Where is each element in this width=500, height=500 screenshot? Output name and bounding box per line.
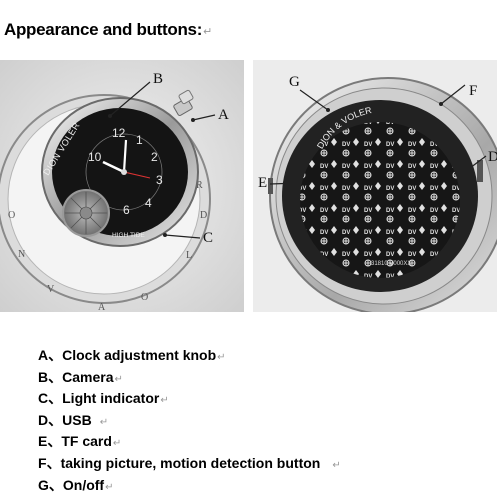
callout-label-d: D	[488, 149, 497, 165]
legend-item-b: B、Camera↵	[38, 367, 341, 389]
callout-label-g: G	[289, 74, 300, 90]
callout-label-f: F	[469, 83, 478, 99]
svg-text:O: O	[8, 210, 15, 221]
return-mark: ↵	[99, 416, 109, 428]
dial-numeral-3: 3	[156, 173, 163, 187]
svg-text:L: L	[186, 250, 192, 261]
minute-hand	[122, 139, 128, 173]
legend-item-e: E、TF card↵	[38, 431, 341, 453]
legend-separator: 、	[48, 476, 63, 493]
button-legend-list: A、Clock adjustment knob↵ B、Camera↵ C、Lig…	[38, 345, 341, 496]
return-mark: ↵	[112, 438, 122, 450]
return-mark: ↵	[332, 459, 341, 471]
legend-text: taking picture, motion detection button	[60, 454, 321, 471]
return-mark: ↵	[105, 481, 114, 493]
legend-item-d: D、USB ↵	[38, 410, 341, 432]
legend-letter: E	[38, 433, 48, 450]
hour-hand	[102, 160, 125, 174]
return-mark: ↵	[217, 352, 226, 363]
svg-text:O: O	[141, 292, 148, 303]
page-title: Appearance and buttons:↵	[4, 20, 212, 40]
callout-label-c: C	[203, 230, 214, 246]
legend-letter: C	[38, 390, 49, 407]
legend-letter: B	[38, 368, 49, 385]
watch-back-illustration: DV DION & VOLER 31810 V000XX	[253, 60, 497, 312]
monogram-back-cover	[300, 122, 460, 278]
legend-item-a: A、Clock adjustment knob↵	[38, 345, 341, 367]
usb-port	[477, 160, 483, 182]
return-mark: ↵	[114, 373, 123, 385]
dial-numeral-6: 6	[123, 203, 130, 217]
callout-label-a: A	[218, 107, 229, 123]
dial-numeral-12: 12	[112, 126, 126, 140]
legend-separator: 、	[47, 433, 62, 450]
legend-separator: 、	[48, 347, 63, 363]
dial-numeral-10: 10	[88, 150, 102, 164]
dial-numeral-4: 4	[145, 196, 152, 210]
svg-text:R: R	[196, 180, 203, 191]
high-tide-label: HIGH TIDE	[112, 232, 145, 239]
legend-letter: D	[38, 411, 49, 428]
svg-text:V: V	[47, 284, 55, 295]
return-mark: ↵	[203, 26, 212, 38]
watch-front-photo: RDL OAV NO 12 1 2 3 4 10 8 6 DION VOLER …	[0, 60, 244, 312]
legend-item-g: G、On/off↵	[38, 475, 341, 497]
legend-text: Clock adjustment knob	[62, 347, 217, 363]
callout-label-b: B	[153, 71, 164, 87]
page-title-text: Appearance and buttons:	[4, 20, 203, 39]
svg-text:N: N	[18, 249, 25, 260]
legend-text: USB	[62, 411, 92, 428]
legend-text: On/off	[62, 476, 105, 493]
legend-text: Light indicator	[62, 390, 160, 407]
legend-text: Camera	[62, 368, 114, 385]
legend-separator: 、	[48, 368, 63, 385]
legend-letter: A	[38, 347, 49, 363]
legend-item-f: F、taking picture, motion detection butto…	[38, 453, 341, 475]
callout-label-e: E	[258, 175, 268, 191]
tf-card-slot	[268, 178, 273, 194]
legend-separator: 、	[48, 411, 63, 428]
return-mark: ↵	[160, 395, 169, 407]
dial-numeral-2: 2	[151, 150, 158, 164]
serial-label: 31810 V000XX	[371, 261, 411, 267]
watch-back-photo: DV DION & VOLER 31810 V000XX G F D E	[253, 60, 497, 312]
crown-knob	[173, 98, 193, 116]
legend-separator: 、	[48, 390, 63, 407]
legend-text: TF card	[61, 433, 112, 450]
legend-item-c: C、Light indicator↵	[38, 388, 341, 410]
legend-letter: F	[38, 454, 47, 471]
watch-front-illustration: RDL OAV NO 12 1 2 3 4 10 8 6 DION VOLER …	[0, 60, 244, 312]
legend-letter: G	[38, 476, 49, 493]
legend-separator: 、	[46, 454, 61, 471]
svg-text:D: D	[200, 210, 207, 221]
dial-numeral-1: 1	[136, 133, 143, 147]
svg-text:A: A	[98, 302, 106, 312]
